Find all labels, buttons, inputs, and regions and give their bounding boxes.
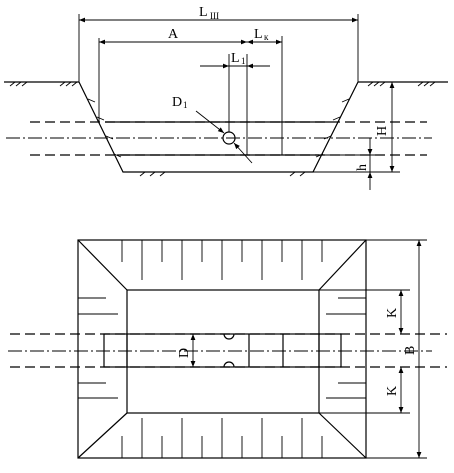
slope-ticks-left xyxy=(78,297,118,399)
label-lk-sub: к xyxy=(264,32,269,42)
section-view: L Ш A L к L 1 D 1 H h xyxy=(4,5,448,190)
label-k-top: K xyxy=(385,308,400,318)
label-l1: L xyxy=(231,51,240,66)
label-lsh: L xyxy=(199,5,208,20)
corner-diagonals xyxy=(77,239,367,459)
label-d1-sub: 1 xyxy=(183,100,188,110)
leader-d1 xyxy=(195,110,225,134)
label-l1-sub: 1 xyxy=(241,56,246,66)
inner-boundary xyxy=(126,289,320,414)
slope-ticks-bottom xyxy=(121,418,323,458)
label-b: B xyxy=(403,346,418,355)
slope-ticks-right xyxy=(326,297,366,399)
label-d1: D xyxy=(172,95,182,110)
label-lk: L xyxy=(254,27,263,42)
slope-hatching xyxy=(87,98,350,177)
leader-d1-lower xyxy=(233,142,253,164)
joint-notch-top xyxy=(223,333,235,340)
label-h-lower: h xyxy=(355,164,370,171)
label-a: A xyxy=(168,27,179,42)
slope-ticks-top xyxy=(121,240,323,280)
trench-profile xyxy=(78,81,359,173)
pipe-band xyxy=(103,333,342,368)
label-lsh-sub: Ш xyxy=(210,11,219,21)
ground-hatching xyxy=(9,81,436,87)
label-h-upper: H xyxy=(375,126,390,136)
plan-view: D K K B xyxy=(8,239,447,459)
joint-notch-bottom xyxy=(223,361,235,368)
label-d: D xyxy=(177,348,192,358)
label-k-bottom: K xyxy=(385,386,400,396)
